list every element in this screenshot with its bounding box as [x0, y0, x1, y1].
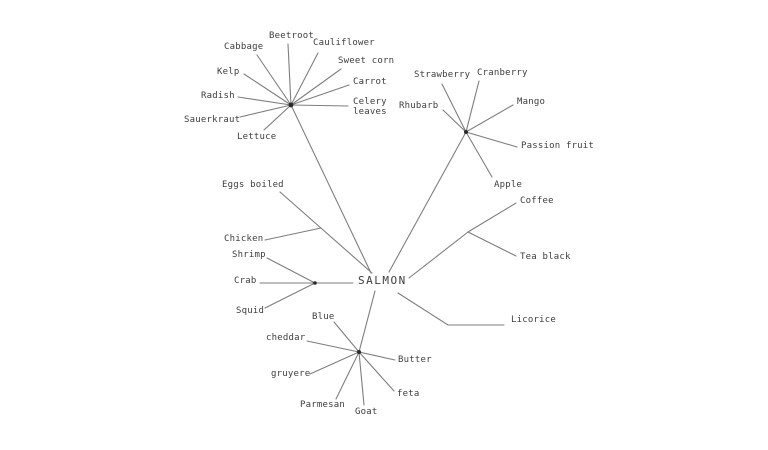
- edge-fruit-salmon: [388, 131, 467, 273]
- edge-salmon-licorice: [397, 292, 505, 326]
- node-rhubarb: Rhubarb: [399, 101, 439, 111]
- node-feta: feta: [397, 389, 420, 399]
- edge-veg-carrot: [290, 84, 350, 106]
- node-apple: Apple: [494, 180, 523, 190]
- edge-veg-cabbage: [256, 54, 292, 106]
- edge-veg-salmon: [290, 104, 372, 274]
- edge-fruit-rhubarb: [442, 109, 467, 133]
- node-gruyere: gruyere: [271, 369, 311, 379]
- node-celery-leaves: Celery leaves: [353, 97, 387, 118]
- node-licorice: Licorice: [511, 315, 556, 325]
- node-blue: Blue: [312, 312, 335, 322]
- hub-vegetables-dot: [288, 102, 294, 108]
- edge-veg-beetroot: [287, 43, 292, 106]
- node-cranberry: Cranberry: [477, 68, 528, 78]
- edge-chicken-join: [264, 227, 322, 241]
- edge-cheese-cheddar: [306, 340, 360, 353]
- edge-junction-coffee: [467, 202, 517, 233]
- hub-fruits-dot: [464, 130, 468, 134]
- node-chicken: Chicken: [224, 234, 264, 244]
- node-parmesan: Parmesan: [300, 400, 345, 410]
- edge-cheese-parmesan: [335, 351, 360, 400]
- node-shrimp: Shrimp: [232, 250, 266, 260]
- node-radish: Radish: [201, 91, 235, 101]
- edge-cheese-blue: [333, 321, 360, 353]
- edge-fruit-mango: [465, 104, 514, 133]
- edge-junction-tea-black: [467, 231, 517, 257]
- node-strawberry: Strawberry: [414, 70, 471, 80]
- node-cabbage: Cabbage: [224, 42, 264, 52]
- hub-seafood-dot: [313, 281, 317, 285]
- edge-veg-lettuce: [263, 104, 292, 131]
- node-crab: Crab: [234, 276, 257, 286]
- edge-cheese-salmon: [358, 290, 376, 353]
- node-kelp: Kelp: [217, 67, 240, 77]
- node-coffee: Coffee: [520, 196, 554, 206]
- edge-veg-sweet-corn: [290, 68, 342, 106]
- edge-veg-kelp: [243, 73, 292, 106]
- edge-cheese-goat: [358, 351, 365, 406]
- edge-eggs-boiled-salmon: [279, 191, 373, 274]
- node-sauerkraut: Sauerkraut: [184, 115, 241, 125]
- edge-veg-radish: [237, 96, 292, 106]
- node-butter: Butter: [398, 355, 432, 365]
- edge-cheese-gruyere: [309, 351, 360, 375]
- edge-fruit-apple: [465, 131, 493, 178]
- node-lettuce: Lettuce: [237, 132, 277, 142]
- edge-fruit-strawberry: [441, 83, 467, 133]
- node-cauliflower: Cauliflower: [313, 38, 375, 48]
- edge-seafood-squid: [264, 282, 316, 309]
- edge-junction-salmon: [408, 231, 469, 279]
- node-salmon: SALMON: [358, 274, 407, 287]
- edge-fruit-cranberry: [465, 80, 480, 133]
- edge-veg-cauliflower: [290, 52, 319, 106]
- node-passion-fruit: Passion fruit: [521, 141, 595, 151]
- node-squid: Squid: [236, 306, 265, 316]
- node-mango: Mango: [517, 97, 546, 107]
- node-eggs-boiled: Eggs boiled: [222, 180, 284, 190]
- edge-cheese-butter: [358, 351, 396, 361]
- edge-veg-celery-leaves: [290, 104, 349, 107]
- edge-fruit-passion: [465, 131, 518, 148]
- edge-cheese-feta: [358, 351, 395, 392]
- edge-seafood-shrimp: [266, 257, 316, 284]
- edge-veg-sauerkraut: [239, 104, 292, 118]
- node-cheddar: cheddar: [266, 333, 306, 343]
- node-sweet-corn: Sweet corn: [338, 56, 395, 66]
- node-goat: Goat: [355, 407, 378, 417]
- node-carrot: Carrot: [353, 77, 387, 87]
- hub-cheeses-dot: [357, 350, 361, 354]
- node-tea-black: Tea black: [520, 252, 571, 262]
- node-beetroot: Beetroot: [269, 31, 314, 41]
